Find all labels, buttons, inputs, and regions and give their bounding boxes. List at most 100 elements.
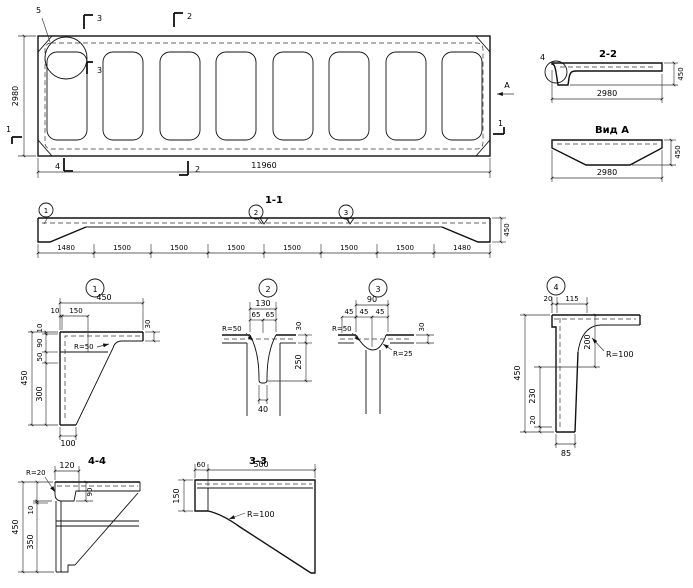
- plan-section-2-top-label: 2: [187, 12, 192, 21]
- view-a-dimensions: [550, 138, 676, 182]
- detail-3-dim-45b: 45: [360, 308, 369, 316]
- detail-3-dim-45a: 45: [345, 308, 354, 316]
- detail-1-dim-10-left: 10: [36, 324, 44, 333]
- view-a-height-dim: 450: [674, 145, 682, 158]
- detail-1-dim-100: 100: [60, 439, 75, 448]
- detail-1-dim-300: 300: [35, 386, 44, 401]
- plan-detail-5-label: 5: [36, 6, 41, 15]
- detail-2-dimensions: [245, 302, 312, 404]
- plan-width-dim: 11960: [251, 161, 276, 170]
- detail-1-geometry: [59, 331, 144, 426]
- detail-3-geometry: [338, 334, 414, 414]
- seg-dim: 1480: [57, 244, 75, 252]
- detail-1-title: 1: [92, 285, 97, 294]
- detail-2-dim-65a: 65: [252, 311, 261, 319]
- detail-2-title-circle: [258, 278, 278, 298]
- detail-3: 3 90 45 45 45 30 R=50 R=25: [332, 278, 434, 414]
- detail-1-circle: [38, 202, 54, 218]
- section-3-3-geometry: [194, 479, 316, 574]
- detail-2: 2 130 65 65 30 R=50 250 40: [222, 278, 312, 416]
- seg-dim: 1500: [227, 244, 245, 252]
- section-2-2: 2-2 4 2980 450: [540, 49, 685, 103]
- detail-1: 1 450 10 150 30 R=50 10 90 50 300 450 10…: [20, 278, 160, 448]
- section-4-4-dim-10: 10: [27, 506, 35, 515]
- section-2-2-height-dim: 450: [677, 67, 685, 80]
- detail-3-dim-45c: 45: [376, 308, 385, 316]
- detail-4-circle: [544, 60, 568, 84]
- section-3-3-dim-60: 60: [197, 461, 206, 469]
- detail-3-title: 3: [375, 285, 380, 294]
- detail-1-title-circle: [85, 278, 105, 298]
- detail-4-dim-20-left: 20: [529, 416, 537, 425]
- detail-4-radius: R=100: [606, 350, 634, 359]
- detail-2-geometry: [222, 334, 296, 416]
- detail-4-geometry: [551, 314, 641, 433]
- section-4-4-radius: R=20: [26, 469, 46, 477]
- detail-4-dimensions: [520, 297, 605, 448]
- detail-5-circle: [44, 36, 88, 80]
- detail-4-dim-200: 200: [583, 334, 592, 349]
- plan-section-2-bottom-label: 2: [195, 165, 200, 174]
- detail-4-left-dim: 450: [513, 365, 522, 380]
- section-3-3-dim-500: 500: [253, 460, 268, 469]
- plan-geometry: [37, 17, 491, 157]
- detail-4-dim-115: 115: [565, 295, 578, 303]
- section-3-3-dim-150: 150: [172, 488, 181, 503]
- detail-3-dim-90: 90: [367, 295, 377, 304]
- detail-3-dim-30: 30: [418, 323, 426, 332]
- seg-dim: 1500: [340, 244, 358, 252]
- detail-1-radius: R=50: [74, 343, 94, 351]
- detail-2-circle: [248, 204, 264, 220]
- detail-4-dim-85: 85: [561, 449, 571, 458]
- detail-3-radius-right: R=25: [393, 350, 413, 358]
- detail-3-circle: [338, 204, 354, 220]
- detail-2-dim-30: 30: [295, 322, 303, 331]
- seg-dim: 1480: [453, 244, 471, 252]
- section-1-1-c1-label: 1: [44, 207, 48, 215]
- plan-height-dim: 2980: [11, 86, 20, 106]
- detail-1-dim-90: 90: [36, 339, 44, 348]
- section-3-3-dimensions: [178, 464, 317, 520]
- section-2-2-detail-4-label: 4: [540, 53, 545, 62]
- detail-1-top-dim: 450: [96, 293, 111, 302]
- detail-1-dim-150: 150: [69, 307, 82, 315]
- detail-2-dim-250: 250: [294, 354, 303, 369]
- detail-1-dim-30: 30: [144, 320, 152, 329]
- view-a-width-dim: 2980: [597, 168, 617, 177]
- detail-2-dim-65b: 65: [266, 311, 275, 319]
- detail-4: 4 20 115 200 R=100 450 230 20 85: [513, 276, 641, 458]
- detail-1-left-dim: 450: [20, 370, 29, 385]
- section-4-4-geometry: [54, 481, 141, 573]
- section-1-1-height-dim: 450: [503, 223, 511, 236]
- section-4-4-dim-120: 120: [59, 461, 74, 470]
- detail-3-title-circle: [368, 278, 388, 298]
- section-1-1-c2-label: 2: [254, 209, 258, 217]
- plan-dimensions: [18, 34, 492, 178]
- view-a-geometry: [551, 139, 663, 166]
- section-4-4-dimensions: [18, 466, 93, 574]
- detail-1-dim-10: 10: [51, 307, 60, 315]
- seg-dim: 1500: [396, 244, 414, 252]
- section-1-1-c3-label: 3: [344, 209, 348, 217]
- plan-section-3-label: 3: [97, 14, 102, 23]
- section-2-2-geometry: [544, 60, 663, 86]
- plan-section-1-left-label: 1: [6, 125, 11, 134]
- view-a-title: Вид А: [595, 125, 629, 136]
- section-2-2-title: 2-2: [599, 49, 617, 60]
- section-1-1: 1-1 1 2 3 1480 1500 1500 1500 15: [36, 195, 511, 258]
- section-1-1-geometry: [37, 202, 491, 243]
- detail-4-dim-20-top: 20: [544, 295, 553, 303]
- seg-dim: 1500: [113, 244, 131, 252]
- detail-1-dim-50: 50: [36, 353, 44, 362]
- plan-section-marks: [11, 12, 514, 176]
- detail-3-radius-left: R=50: [332, 325, 352, 333]
- detail-2-dim-40: 40: [258, 405, 268, 414]
- plan-section-4-label: 4: [55, 162, 60, 171]
- detail-1-dimensions: [28, 298, 160, 440]
- section-3-3-radius: R=100: [247, 510, 275, 519]
- detail-2-radius: R=50: [222, 325, 242, 333]
- section-4-4: 4-4 R=20 120 90 450 10 350: [11, 456, 141, 574]
- section-4-4-dim-350: 350: [26, 534, 35, 549]
